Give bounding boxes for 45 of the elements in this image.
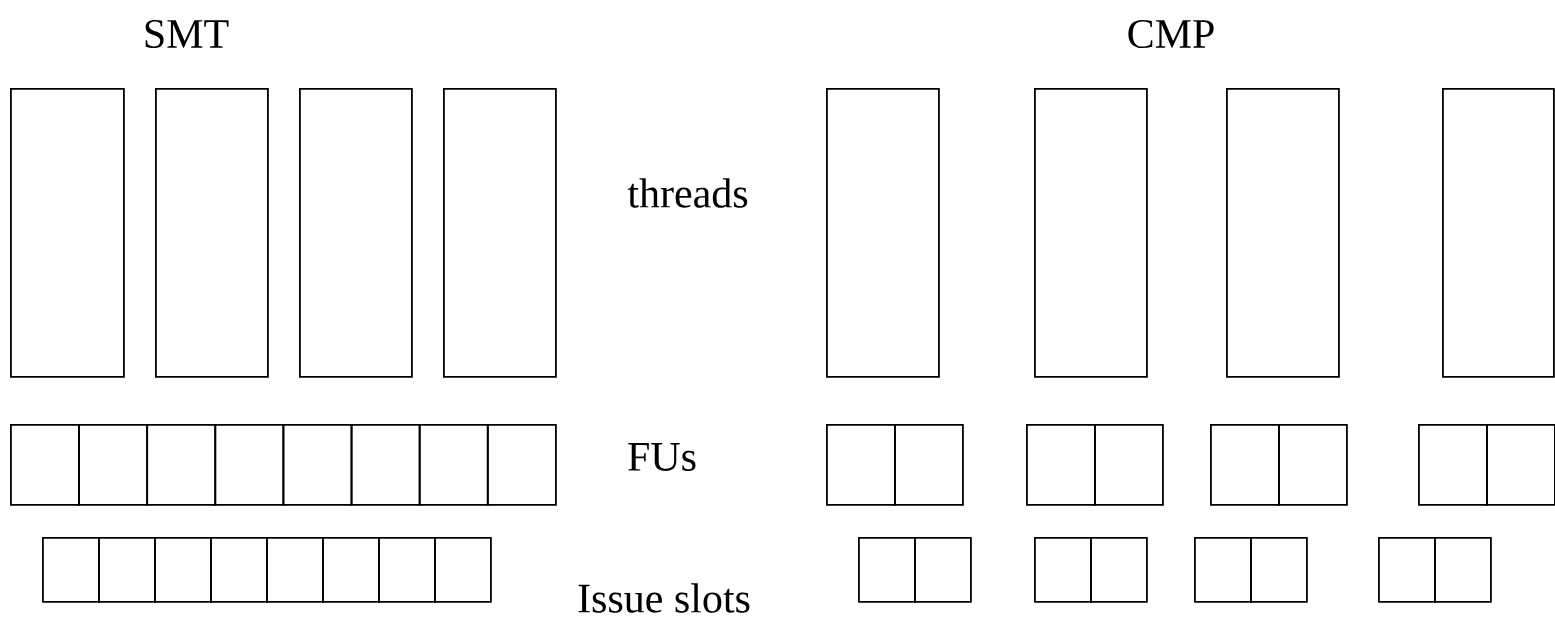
issue-slot-cell	[858, 537, 916, 603]
issue-slot-cell	[1194, 537, 1252, 603]
functional-unit-cell	[1278, 424, 1348, 506]
functional-unit-cell	[418, 424, 489, 506]
issue-slot-cell	[1250, 537, 1308, 603]
issue-slot-cell	[378, 537, 436, 603]
thread-box	[155, 88, 269, 378]
thread-box	[1442, 88, 1555, 378]
functional-unit-cell	[1418, 424, 1488, 506]
row-label: threads	[627, 178, 748, 208]
row-label: FUs	[628, 443, 696, 471]
thread-box	[1226, 88, 1340, 378]
thread-box	[1034, 88, 1148, 378]
issue-slot-cell	[1434, 537, 1492, 603]
issue-slot-cell	[1090, 537, 1148, 603]
issue-slot-cell	[914, 537, 972, 603]
issue-slot-cell	[98, 537, 156, 603]
functional-unit-cell	[826, 424, 896, 506]
issue-slot-cell	[42, 537, 100, 603]
functional-unit-cell	[214, 424, 285, 506]
functional-unit-cell	[1210, 424, 1280, 506]
functional-unit-cell	[78, 424, 149, 506]
functional-unit-cell	[1486, 424, 1555, 506]
issue-slot-cell	[1034, 537, 1092, 603]
issue-slot-cell	[1378, 537, 1436, 603]
issue-slot-cell	[434, 537, 492, 603]
issue-slot-cell	[154, 537, 212, 603]
heading: SMT	[145, 19, 229, 49]
functional-unit-cell	[1026, 424, 1096, 506]
row-label: Issue slots	[578, 583, 750, 613]
heading: CMP	[1128, 19, 1214, 49]
issue-slot-cell	[266, 537, 324, 603]
functional-unit-cell	[350, 424, 421, 506]
functional-unit-cell	[10, 424, 80, 506]
thread-box	[299, 88, 413, 378]
issue-slot-cell	[210, 537, 268, 603]
issue-slot-cell	[322, 537, 380, 603]
functional-unit-cell	[146, 424, 217, 506]
functional-unit-cell	[894, 424, 964, 506]
thread-box	[826, 88, 940, 378]
thread-box	[10, 88, 125, 378]
functional-unit-cell	[282, 424, 353, 506]
functional-unit-cell	[486, 424, 557, 506]
thread-box	[443, 88, 557, 378]
functional-unit-cell	[1094, 424, 1164, 506]
